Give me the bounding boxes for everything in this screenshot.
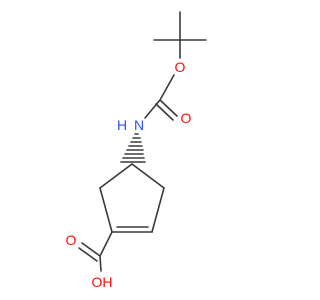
molecule-canvas: O O H N O OH: [66, 11, 207, 290]
bond-acid-double-a: [81, 242, 101, 257]
molecule-structure: O O H N O OH: [66, 11, 207, 290]
bond-carbonyl-to-nitrogen: [144, 99, 161, 119]
bond-acid-to-hydroxyl: [99, 255, 102, 272]
bond-ring-c5-c1: [99, 187, 113, 233]
bond-acid-double-b: [78, 247, 98, 262]
atom-ester-oxygen: O: [175, 59, 186, 75]
bond-ester-oxygen-to-carbonyl: [159, 74, 175, 101]
bond-carbonyl-double-b: [155, 103, 174, 121]
atom-acid-hydroxyl: OH: [92, 274, 113, 290]
bond-ring-c4-c5: [99, 163, 133, 189]
atom-nitrogen-h: H: [117, 117, 127, 133]
atom-carbonyl-oxygen: O: [181, 110, 192, 126]
bond-carbonyl-double-a: [159, 99, 178, 117]
atom-nitrogen: N: [134, 117, 144, 133]
bond-ring-to-acid-carbon: [99, 231, 113, 257]
bond-ring-c3-c2: [151, 187, 165, 233]
bond-ring-c4-c3: [131, 163, 165, 189]
atom-acid-carbonyl-oxygen: O: [66, 232, 77, 248]
bond-nitrogen-to-stereocenter-hashed: [120, 133, 146, 163]
